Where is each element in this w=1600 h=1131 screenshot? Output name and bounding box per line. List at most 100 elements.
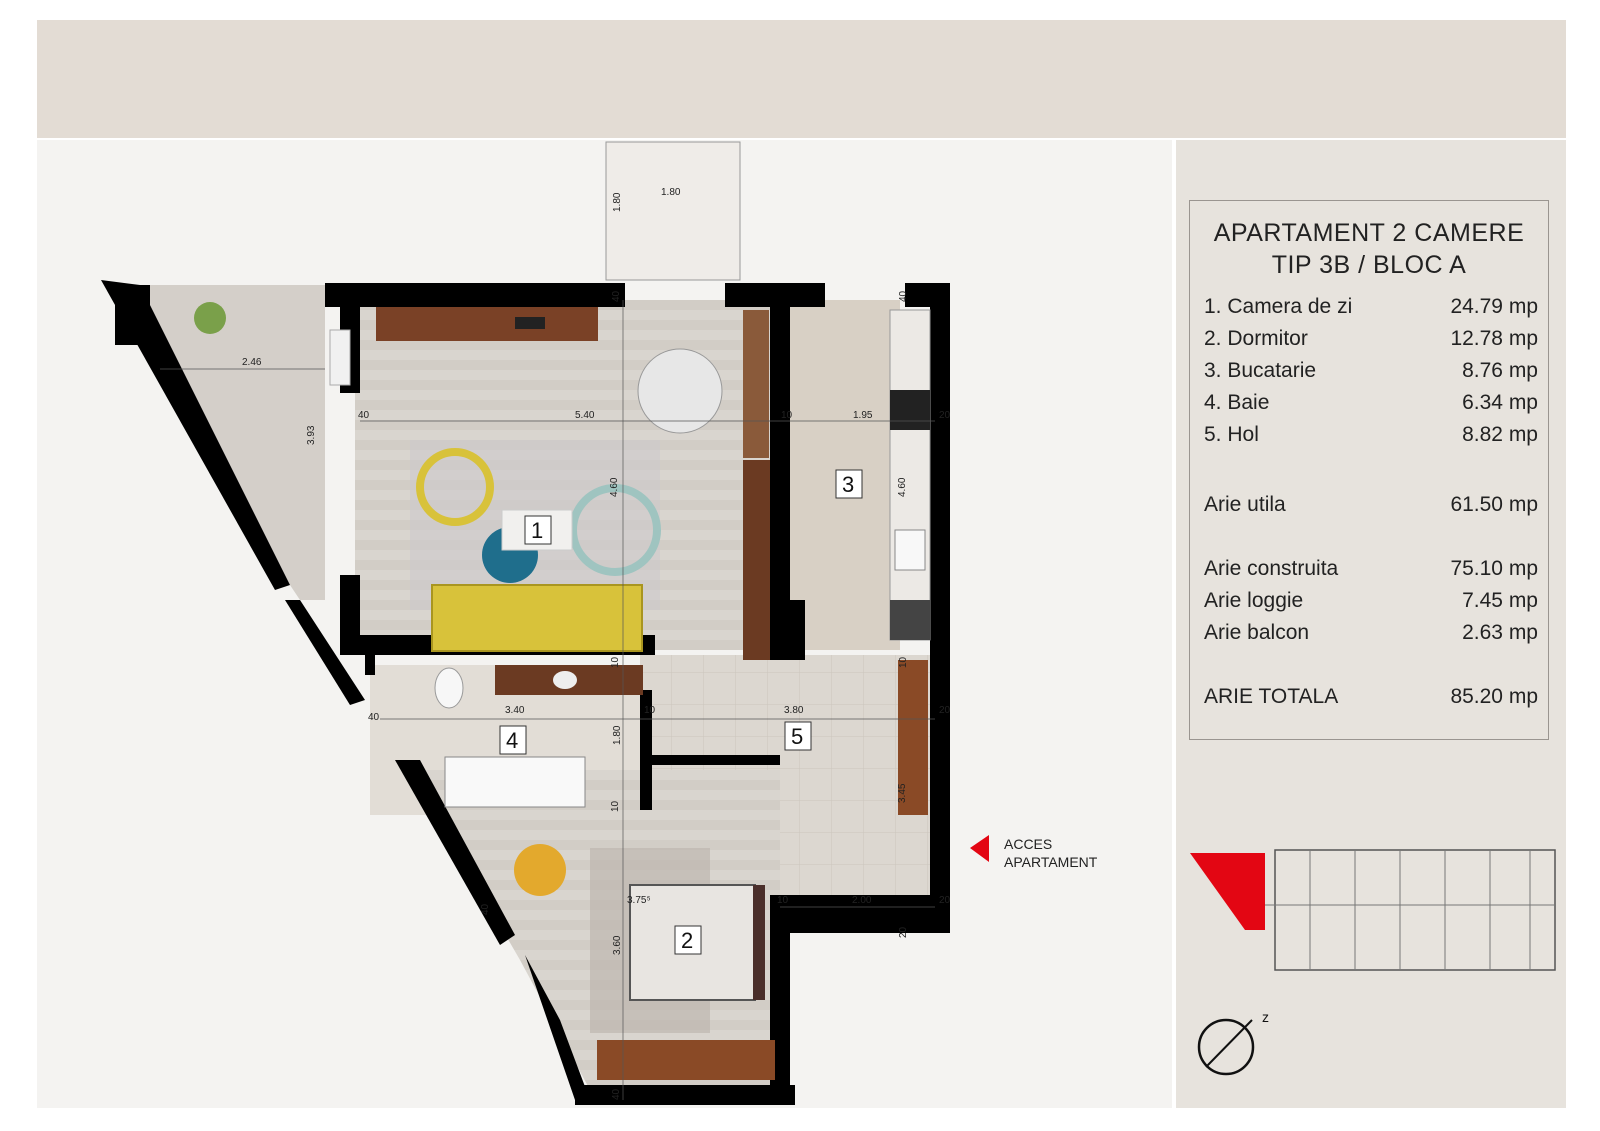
room-label: 2. Dormitor xyxy=(1204,327,1308,350)
room-label: 4. Baie xyxy=(1204,391,1270,414)
room-number-box xyxy=(835,469,863,499)
dim-hall-depth: 3.45 xyxy=(897,783,908,803)
room-number-box xyxy=(784,721,812,751)
room-row: 4. Baie 6.34 mp xyxy=(1204,391,1538,421)
key-plan-highlight xyxy=(1190,853,1265,930)
armchair xyxy=(514,844,566,896)
room-label: 1. Camera de zi xyxy=(1204,295,1353,318)
room-area: 8.76 mp xyxy=(1462,359,1538,382)
loggia-floor xyxy=(140,285,325,600)
dim-living-width: 5.40 xyxy=(575,410,595,421)
dim-wall-20: 20 xyxy=(939,895,951,906)
sink xyxy=(894,529,926,571)
apartment-subtitle: TIP 3B / BLOC A xyxy=(1271,251,1467,279)
total-label: Arie loggie xyxy=(1204,589,1304,612)
total-area: 2.63 mp xyxy=(1462,621,1538,644)
dim-loggia-width: 2.46 xyxy=(242,357,262,368)
dim-bath-depth: 1.80 xyxy=(612,725,623,745)
total-row: ARIE TOTALA 85.20 mp xyxy=(1204,685,1538,715)
vanity-sink xyxy=(553,671,577,689)
room-label: 3. Bucatarie xyxy=(1204,359,1317,382)
plant xyxy=(194,302,226,334)
room-row: 5. Hol 8.82 mp xyxy=(1204,423,1538,453)
dim-wall-20: 20 xyxy=(939,410,951,421)
tv xyxy=(515,317,545,329)
total-label: Arie utila xyxy=(1204,493,1286,516)
dim-kitchen-depth: 4.60 xyxy=(897,477,908,497)
total-area: 85.20 mp xyxy=(1450,685,1538,708)
total-area: 61.50 mp xyxy=(1450,493,1538,516)
bathtub xyxy=(444,756,586,808)
entrance-label: ACCES APARTAMENT xyxy=(1004,835,1097,871)
dim-loggia-depth: 3.93 xyxy=(306,425,317,445)
dim-wall-40: 40 xyxy=(480,903,491,915)
dim-bedroom-depth: 3.60 xyxy=(612,935,623,955)
dim-wall-40: 40 xyxy=(358,410,370,421)
total-area: 75.10 mp xyxy=(1450,557,1538,580)
room-number-2: 2 xyxy=(681,928,693,953)
total-label: Arie construita xyxy=(1204,557,1339,580)
dim-wall-40: 40 xyxy=(611,290,622,302)
room-area: 12.78 mp xyxy=(1450,327,1538,350)
total-row: Arie balcon 2.63 mp xyxy=(1204,621,1538,651)
dim-hall-entry-width: 2.00 xyxy=(852,895,872,906)
room-row: 3. Bucatarie 8.76 mp xyxy=(1204,359,1538,389)
dim-living-depth: 4.60 xyxy=(609,477,620,497)
top-band xyxy=(37,20,1566,138)
room-number-box xyxy=(524,515,552,545)
dim-bedroom-width: 3.75⁵ xyxy=(627,895,651,906)
dim-kitchen-width: 1.95 xyxy=(853,410,873,421)
room-number-box xyxy=(499,725,527,755)
total-area: 7.45 mp xyxy=(1462,589,1538,612)
dim-wall-40: 40 xyxy=(898,290,909,302)
room-area: 8.82 mp xyxy=(1462,423,1538,446)
rug-flower xyxy=(569,484,661,576)
room-number-5: 5 xyxy=(791,724,803,749)
dim-wall-20: 20 xyxy=(939,705,951,716)
cooktop xyxy=(890,390,930,430)
entrance-label-line: ACCES xyxy=(1004,836,1053,852)
dim-wall-10: 10 xyxy=(781,410,793,421)
dim-wall-10: 10 xyxy=(644,705,656,716)
total-row: Arie construita 75.10 mp xyxy=(1204,557,1538,587)
dim-wall-10: 10 xyxy=(898,656,909,668)
dining-table xyxy=(637,348,723,434)
total-label: Arie balcon xyxy=(1204,621,1310,644)
balcony xyxy=(605,141,741,281)
tv-unit xyxy=(376,307,598,341)
dim-wall-10: 10 xyxy=(610,656,621,668)
kitchen-floor xyxy=(770,300,900,650)
rug-flower xyxy=(416,448,494,526)
room-area: 6.34 mp xyxy=(1462,391,1538,414)
key-plan xyxy=(1190,849,1556,971)
entrance-label-line: APARTAMENT xyxy=(1004,854,1098,870)
fridge xyxy=(890,600,930,640)
sofa xyxy=(431,584,643,652)
room-number-3: 3 xyxy=(842,472,854,497)
dim-wall-40: 40 xyxy=(611,1088,622,1100)
dim-bath-width: 3.40 xyxy=(505,705,525,716)
dim-wall-10: 10 xyxy=(610,800,621,812)
apartment-info-box: APARTAMENT 2 CAMERE TIP 3B / BLOC A 1. C… xyxy=(1189,200,1549,740)
north-arrow-icon: z xyxy=(1197,1009,1269,1076)
total-row: Arie utila 61.50 mp xyxy=(1204,493,1538,523)
room-row: 2. Dormitor 12.78 mp xyxy=(1204,327,1538,357)
dim-balcony-depth: 1.80 xyxy=(612,192,623,212)
entrance-arrow-icon xyxy=(970,835,989,862)
total-label: ARIE TOTALA xyxy=(1204,685,1339,708)
room-number-1: 1 xyxy=(531,518,543,543)
kitchen-counter xyxy=(889,309,931,641)
dim-balcony-width: 1.80 xyxy=(661,187,681,198)
room-number-4: 4 xyxy=(506,728,518,753)
room-row: 1. Camera de zi 24.79 mp xyxy=(1204,295,1538,325)
hall-wardrobe xyxy=(898,660,928,815)
dim-wall-20: 20 xyxy=(898,926,909,938)
toilet xyxy=(434,667,464,709)
loggia-unit xyxy=(329,329,351,386)
bedroom-wardrobe xyxy=(597,1040,775,1080)
side-panel xyxy=(1176,140,1566,1108)
apartment-title: APARTAMENT 2 CAMERE xyxy=(1213,219,1525,247)
wardrobe xyxy=(743,460,770,660)
dim-wall-40: 40 xyxy=(368,712,380,723)
